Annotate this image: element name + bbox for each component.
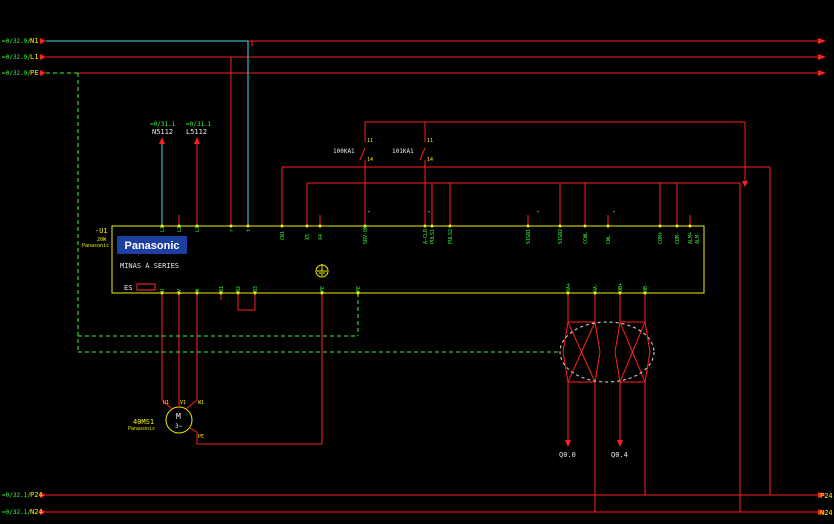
terminal-label-top: PULS2: [448, 229, 454, 244]
terminal-label-bottom: PE: [320, 286, 326, 292]
relay-k2-t1: 11: [427, 138, 433, 144]
ground-icon: [315, 264, 329, 278]
motor-pe: PE: [198, 434, 204, 440]
bus-pe: [40, 70, 826, 76]
terminal-label-top: SRV-ON: [363, 226, 369, 244]
motor-u: U1: [163, 400, 169, 406]
drive-logo-box: [117, 236, 187, 254]
terminal-label-bottom: U: [160, 289, 166, 292]
terminal-label-top: COM+: [658, 232, 664, 244]
terminal-label-top: L3: [195, 226, 201, 232]
bus-n1: [40, 38, 826, 44]
terminal-label-top: X4: [318, 234, 324, 240]
bus-p24: [40, 492, 826, 498]
terminal-label-bottom: PE: [356, 286, 362, 292]
bus-l1-ref: =0/32.9/: [2, 54, 31, 61]
terminal-label-top: CN1: [280, 231, 286, 240]
terminal-dots: [160, 224, 692, 295]
drive-series: MINAS A SERIES: [120, 262, 179, 270]
terminal-label-bottom: OA+: [566, 283, 572, 292]
terminal-label-top: SIGN2: [558, 229, 564, 244]
relay-k1-t2: 14: [367, 157, 373, 163]
ref-l5112-label: L5112: [186, 128, 207, 136]
bus-n24: [40, 509, 826, 515]
shield-ellipse: [559, 321, 655, 383]
terminal-label-top: A-CLR: [423, 228, 429, 244]
bus-n24-label: N24: [30, 508, 43, 516]
terminal-label-top: SIGN1: [526, 229, 532, 244]
terminal-label-top: r: [229, 229, 235, 232]
terminal-label-top: X5: [305, 234, 311, 240]
terminal-label-bottom: OB-: [643, 283, 649, 292]
dash-marker: -: [612, 208, 616, 216]
ref-n5112-label: N5112: [152, 128, 173, 136]
ref-l5112-ref: =0/31.1: [186, 121, 212, 128]
bus-p24-right-label: P24: [820, 492, 833, 500]
bus-n1-label: N1: [30, 37, 38, 45]
output-q4: Q0.4: [611, 451, 628, 459]
drive-logo: Panasonic: [124, 240, 179, 252]
motor-tag: 40MS1: [133, 418, 154, 426]
bus-n1-ref: =0/32.9/: [2, 38, 31, 45]
bus-l1: [40, 54, 826, 60]
dash-marker: -: [536, 208, 540, 216]
terminal-label-bottom: OB+: [618, 283, 624, 292]
output-q0: Q0.0: [559, 451, 576, 459]
ref-n5112-ref: =0/31.1: [150, 121, 176, 128]
drive-tag: -U1: [95, 227, 108, 235]
bus-p24-label: P24: [30, 491, 43, 499]
motor-symbol-label: M: [176, 412, 181, 421]
relay-k2-label: 101KA1: [392, 148, 414, 155]
terminal-label-top: ALM+: [688, 232, 694, 244]
drive-maker: Panasonic: [82, 243, 109, 249]
terminal-label-top: PULS1: [430, 229, 436, 244]
bus-pe-label: PE: [30, 69, 38, 77]
drive-outline: [111, 225, 705, 294]
bus-p24-ref: =0/32.1/: [2, 492, 31, 499]
terminal-label-top: CCWL: [583, 232, 589, 244]
terminal-label-bottom: B2: [236, 286, 242, 292]
motor-v: V1: [180, 400, 186, 406]
drive-rating: 20W: [97, 237, 107, 243]
bus-l1-label: L1: [30, 53, 38, 61]
terminal-label-top: t: [246, 229, 252, 232]
terminal-label-bottom: W: [195, 288, 201, 292]
bus-n24-right-label: N24: [820, 509, 833, 517]
relay-k2-t2: 14: [427, 157, 433, 163]
motor-w: W1: [198, 400, 204, 406]
relay-k1-label: 100KA1: [333, 148, 355, 155]
terminal-label-bottom: V: [177, 289, 183, 292]
terminal-label-top: CWL: [606, 235, 612, 244]
terminal-label-top: COM-: [675, 232, 681, 244]
terminal-label-top: ALM-: [695, 232, 701, 244]
drive-es-label: ES: [124, 284, 132, 292]
dash-marker: -: [427, 208, 431, 216]
motor-phase-label: 3~: [175, 423, 183, 430]
terminal-label-top: L1: [160, 226, 166, 232]
motor-maker: Panasonic: [128, 426, 155, 432]
es-indicator: [136, 283, 156, 291]
relay-k1-t1: 11: [367, 138, 373, 144]
dash-marker: -: [367, 208, 371, 216]
terminal-label-top: L2: [177, 226, 183, 232]
bus-pe-ref: =0/32.9/: [2, 70, 31, 77]
terminal-label-bottom: B1: [219, 286, 225, 292]
motor-symbol: [161, 399, 198, 434]
terminal-label-bottom: B3: [253, 286, 259, 292]
terminal-label-bottom: OA-: [593, 283, 599, 292]
bus-n24-ref: =0/32.1/: [2, 509, 31, 516]
